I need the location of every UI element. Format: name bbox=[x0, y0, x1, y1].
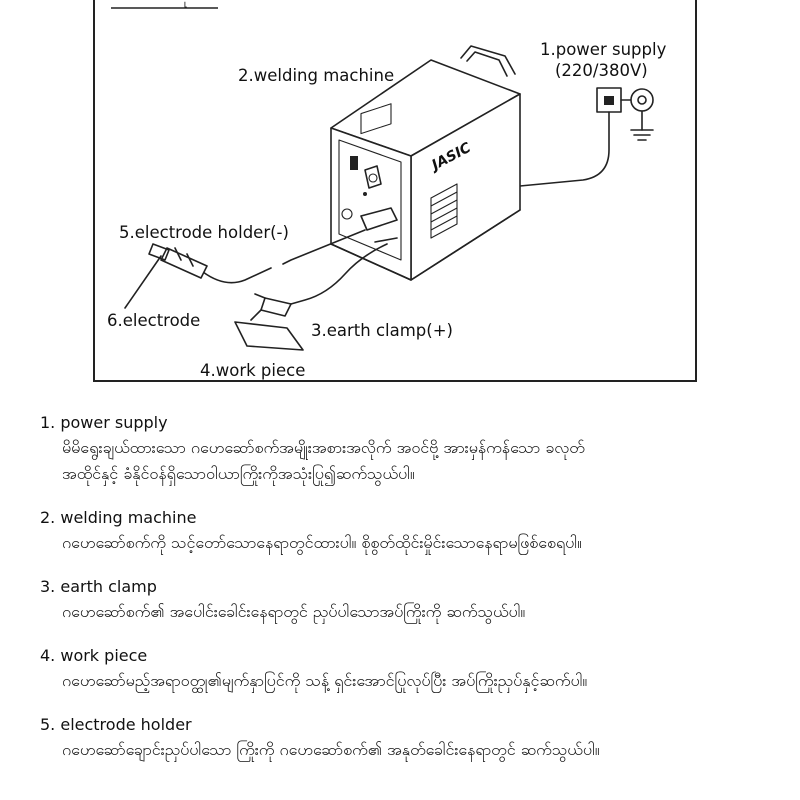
electrode-cable bbox=[282, 229, 366, 265]
label-voltage: (220/380V) bbox=[555, 61, 648, 80]
work-piece-icon bbox=[234, 321, 304, 351]
label-electrode: 6.electrode bbox=[107, 311, 200, 330]
label-work-piece: 4.work piece bbox=[200, 361, 305, 380]
label-welding-machine: 2.welding machine bbox=[238, 66, 394, 85]
item-text: ဂဟေဆော်စက်၏ အပေါင်းခေါင်းနေရာတွင် ညှပ်ပါ… bbox=[62, 602, 526, 621]
diagram-header: ဝါယာဆက်ပုံ bbox=[113, 0, 189, 8]
list-item: 1. power supply မိမိရွေးချယ်ထားသော ဂဟေဆေ… bbox=[40, 411, 780, 487]
power-switch-icon bbox=[350, 156, 358, 170]
item-title: 5. electrode holder bbox=[40, 715, 192, 734]
list-item: 4. work piece ဂဟေဆော်မည့်အရာဝတ္ထု၏မျက်နှ… bbox=[40, 644, 780, 694]
item-text: ဂဟေဆော်စက်ကို သင့်တော်သောနေရာတွင်ထားပါ။ … bbox=[62, 533, 582, 552]
electrode-rod bbox=[124, 255, 162, 309]
welding-connection-diagram: ဝါယာဆက်ပုံ 2.welding machine 1.power sup… bbox=[107, 0, 667, 380]
list-item: 3. earth clamp ဂဟေဆော်စက်၏ အပေါင်းခေါင်း… bbox=[40, 575, 780, 625]
list-item: 5. electrode holder ဂဟေဆော်ချောင်းညှပ်ပါ… bbox=[40, 713, 780, 763]
item-title: 2. welding machine bbox=[40, 508, 197, 527]
earth-cable bbox=[290, 243, 388, 305]
diagram-frame: ဝါယာဆက်ပုံ 2.welding machine 1.power sup… bbox=[93, 0, 697, 382]
item-title: 3. earth clamp bbox=[40, 577, 157, 596]
item-text: မိမိရွေးချယ်ထားသော ဂဟေဆော်စက်အမျိုးအစားအ… bbox=[62, 438, 585, 457]
item-text: ဂဟေဆော်မည့်အရာဝတ္ထု၏မျက်နှာပြင်ကို သန့် … bbox=[62, 671, 588, 690]
power-cable bbox=[519, 111, 610, 187]
item-title: 4. work piece bbox=[40, 646, 148, 665]
label-earth-clamp: 3.earth clamp(+) bbox=[311, 321, 453, 340]
list-item: 2. welding machine ဂဟေဆော်စက်ကို သင့်တော… bbox=[40, 506, 780, 556]
item-text: အထိုင်နှင့် ခံနိုင်ဝန်ရှိသောဝါယာကြိုးကို… bbox=[62, 464, 415, 483]
welding-machine-icon: JASIC bbox=[330, 45, 521, 281]
label-electrode-holder: 5.electrode holder(-) bbox=[119, 223, 289, 242]
description-list: 1. power supply မိမိရွေးချယ်ထားသော ဂဟေဆေ… bbox=[40, 411, 780, 782]
earth-clamp-icon bbox=[250, 293, 292, 321]
electrode-holder-icon bbox=[148, 243, 208, 279]
item-title: 1. power supply bbox=[40, 413, 168, 432]
item-text: ဂဟေဆော်ချောင်းညှပ်ပါသော ကြိုးကို ဂဟေဆော်… bbox=[62, 740, 600, 759]
label-power-supply: 1.power supply bbox=[540, 40, 667, 59]
power-socket-icon bbox=[596, 87, 654, 141]
